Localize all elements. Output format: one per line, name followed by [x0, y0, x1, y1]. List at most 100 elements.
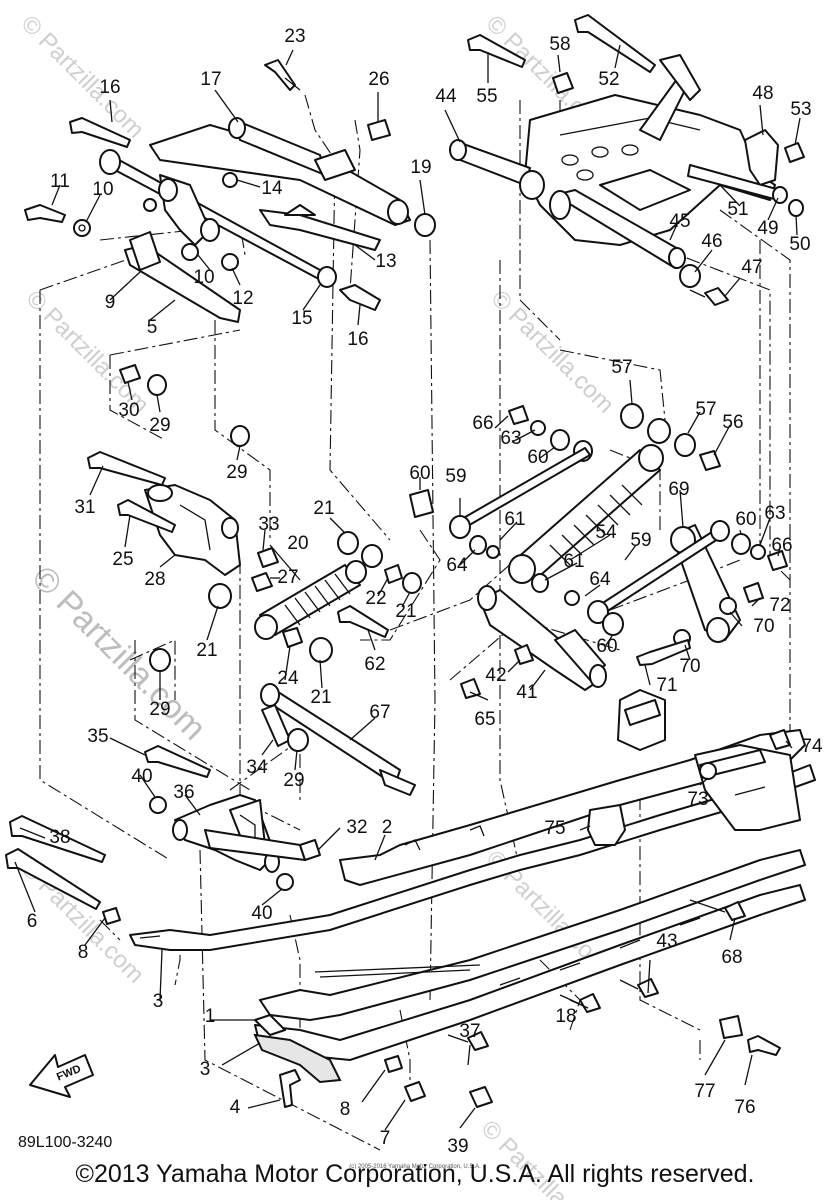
callout-24: 24	[277, 668, 299, 689]
callout-48: 48	[752, 83, 773, 104]
callout-60: 60	[596, 636, 617, 657]
callout-70: 70	[679, 656, 700, 677]
watermark-small: © Partzilla.com	[486, 285, 619, 418]
callout-16: 16	[99, 77, 120, 98]
callout-51: 51	[727, 199, 748, 220]
callout-8: 8	[78, 942, 89, 963]
callout-72: 72	[769, 595, 790, 616]
callout-60: 60	[409, 463, 430, 484]
callout-28: 28	[144, 569, 165, 590]
front-shock-assembly	[87, 451, 422, 672]
callout-71: 71	[656, 675, 677, 696]
callout-3: 3	[200, 1059, 211, 1080]
callout-8: 8	[340, 1099, 351, 1120]
callout-63: 63	[500, 428, 521, 449]
callout-58: 58	[549, 34, 570, 55]
callout-66: 66	[771, 535, 792, 556]
callout-27: 27	[277, 567, 298, 588]
callout-59: 59	[445, 466, 466, 487]
callout-32: 32	[346, 817, 367, 838]
callout-45: 45	[669, 211, 690, 232]
callout-17: 17	[200, 69, 221, 90]
fwd-arrow: FWD	[29, 1054, 94, 1098]
callout-29: 29	[226, 462, 247, 483]
callout-75: 75	[544, 818, 565, 839]
callout-66: 66	[472, 413, 493, 434]
callout-19: 19	[410, 157, 431, 178]
callout-41: 41	[516, 682, 537, 703]
watermark-main: © Partzilla.com	[24, 559, 213, 748]
callout-60: 60	[735, 509, 756, 530]
callout-63: 63	[764, 503, 785, 524]
callout-35: 35	[87, 726, 108, 747]
callout-21: 21	[395, 601, 416, 622]
callout-4: 4	[230, 1097, 241, 1118]
callout-42: 42	[485, 665, 506, 686]
callout-10: 10	[193, 267, 214, 288]
copyright-notice: ©2013 Yamaha Motor Corporation, U.S.A. A…	[75, 1160, 755, 1188]
callout-40: 40	[251, 903, 272, 924]
callout-64: 64	[589, 569, 611, 590]
callout-49: 49	[757, 218, 778, 239]
callout-20: 20	[287, 533, 308, 554]
callout-64: 64	[446, 555, 468, 576]
callout-67: 67	[369, 702, 390, 723]
callout-37: 37	[459, 1021, 480, 1042]
callout-23: 23	[284, 26, 305, 47]
callout-61: 61	[504, 509, 525, 530]
callout-11: 11	[50, 171, 70, 192]
callout-29: 29	[149, 415, 170, 436]
pivot-shaft-assembly	[5, 683, 416, 925]
callout-44: 44	[435, 86, 457, 107]
callout-50: 50	[789, 234, 810, 255]
rear-swing-arm-assembly	[449, 14, 805, 306]
callout-73: 73	[687, 789, 708, 810]
diagram-code: 89L100-3240	[18, 1134, 112, 1151]
callout-53: 53	[790, 99, 811, 120]
fine-print: (c) 2005-2016 Yamaha Motor Corporation, …	[349, 1164, 481, 1170]
callout-7: 7	[380, 1128, 391, 1149]
callout-numbers: 1 2 3 3 4 5 6 7 8 8 9 10 10 11 12 13 14 …	[27, 26, 823, 1157]
callout-22: 22	[365, 588, 386, 609]
callout-29: 29	[149, 699, 170, 720]
callout-21: 21	[196, 640, 217, 661]
callout-38: 38	[49, 827, 70, 848]
callout-43: 43	[656, 931, 677, 952]
callout-70: 70	[753, 616, 774, 637]
callout-52: 52	[598, 69, 619, 90]
callout-68: 68	[721, 947, 742, 968]
callout-12: 12	[232, 288, 253, 309]
callout-3: 3	[153, 991, 164, 1012]
callout-56: 56	[722, 412, 743, 433]
rear-shock-assembly	[409, 403, 788, 699]
callout-14: 14	[261, 178, 283, 199]
callout-65: 65	[474, 709, 495, 730]
front-swing-arm-assembly	[24, 59, 436, 447]
callout-74: 74	[801, 736, 823, 757]
callout-55: 55	[476, 86, 497, 107]
callout-29: 29	[283, 770, 304, 791]
callout-59: 59	[630, 530, 651, 551]
callout-60: 60	[527, 447, 548, 468]
callout-36: 36	[173, 782, 194, 803]
callout-62: 62	[364, 654, 385, 675]
callout-54: 54	[595, 522, 617, 543]
callout-31: 31	[74, 497, 95, 518]
callout-76: 76	[734, 1097, 755, 1118]
callout-6: 6	[27, 911, 38, 932]
callout-18: 18	[555, 1006, 576, 1027]
callout-10: 10	[92, 179, 113, 200]
callout-57: 57	[695, 399, 716, 420]
callout-21: 21	[313, 498, 334, 519]
callout-46: 46	[701, 231, 722, 252]
callout-39: 39	[447, 1136, 468, 1157]
callout-57: 57	[611, 357, 632, 378]
watermark-small: © Partzilla.com	[21, 285, 154, 418]
callout-26: 26	[368, 69, 389, 90]
callout-13: 13	[375, 251, 396, 272]
callout-30: 30	[118, 400, 139, 421]
callout-33: 33	[258, 514, 279, 535]
callout-61: 61	[563, 551, 584, 572]
slide-rails	[129, 689, 816, 1108]
